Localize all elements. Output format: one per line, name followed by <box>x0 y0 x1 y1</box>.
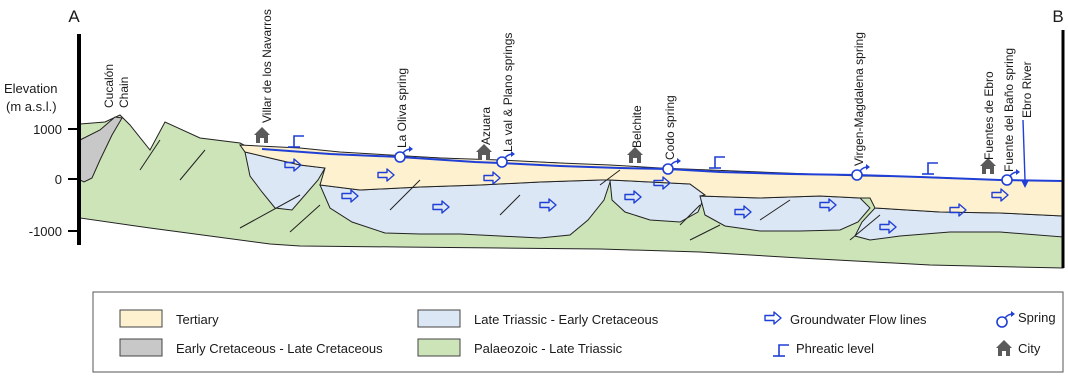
cucalon-label-line1: Cucalón <box>102 64 116 108</box>
section-start-label: A <box>68 7 80 26</box>
legend-swatch-palaeozoic <box>418 339 460 356</box>
tick-label-minus-1000: -1000 <box>29 224 62 239</box>
fuente-bano-label: Fuente del Baño spring <box>1002 48 1016 172</box>
legend-city: City <box>1018 341 1041 356</box>
legend-spring: Spring <box>1018 310 1056 325</box>
la-val-label: La val & Plano springs <box>501 33 515 152</box>
villar-label: Villar de los Navarros <box>260 9 274 123</box>
elevation-title: Elevation <box>4 81 57 96</box>
la-oliva-label: La Oliva spring <box>395 68 409 148</box>
legend: Tertiary Early Cretaceous - Late Cretace… <box>93 292 1063 372</box>
city-icon <box>627 147 643 163</box>
virgen-label: Virgen-Magdalena spring <box>852 32 866 166</box>
tick-label-0: 0 <box>55 172 62 187</box>
city-icon <box>476 144 492 160</box>
elevation-unit: (m a.s.l.) <box>6 99 57 114</box>
legend-swatch-cretaceous <box>120 339 162 356</box>
legend-swatch-triassic <box>418 310 460 327</box>
geology-layers <box>80 115 1063 268</box>
tick-label-1000: 1000 <box>33 122 62 137</box>
triassic-unit-3 <box>700 196 870 231</box>
fuentes-label: Fuentes de Ebro <box>982 71 996 160</box>
ebro-river-arrow <box>1021 120 1029 188</box>
azuara-label: Azuara <box>479 107 493 145</box>
legend-early-cretaceous: Early Cretaceous - Late Cretaceous <box>176 341 383 356</box>
city-icon <box>254 127 270 143</box>
legend-palaeozoic: Palaeozoic - Late Triassic <box>474 341 623 356</box>
cucalon-label-line2: Chain <box>117 77 131 108</box>
legend-late-triassic: Late Triassic - Early Cretaceous <box>474 312 659 327</box>
legend-phreatic: Phreatic level <box>796 341 874 356</box>
legend-flow-lines: Groundwater Flow lines <box>790 312 927 327</box>
ebro-river-label: Ebro River <box>1020 61 1034 118</box>
legend-swatch-tertiary <box>120 310 162 327</box>
section-end-label: B <box>1052 7 1063 26</box>
legend-tertiary: Tertiary <box>176 312 219 327</box>
legend-frame <box>93 292 1063 372</box>
belchite-label: Belchite <box>630 105 644 148</box>
codo-label: Codo spring <box>663 95 677 160</box>
